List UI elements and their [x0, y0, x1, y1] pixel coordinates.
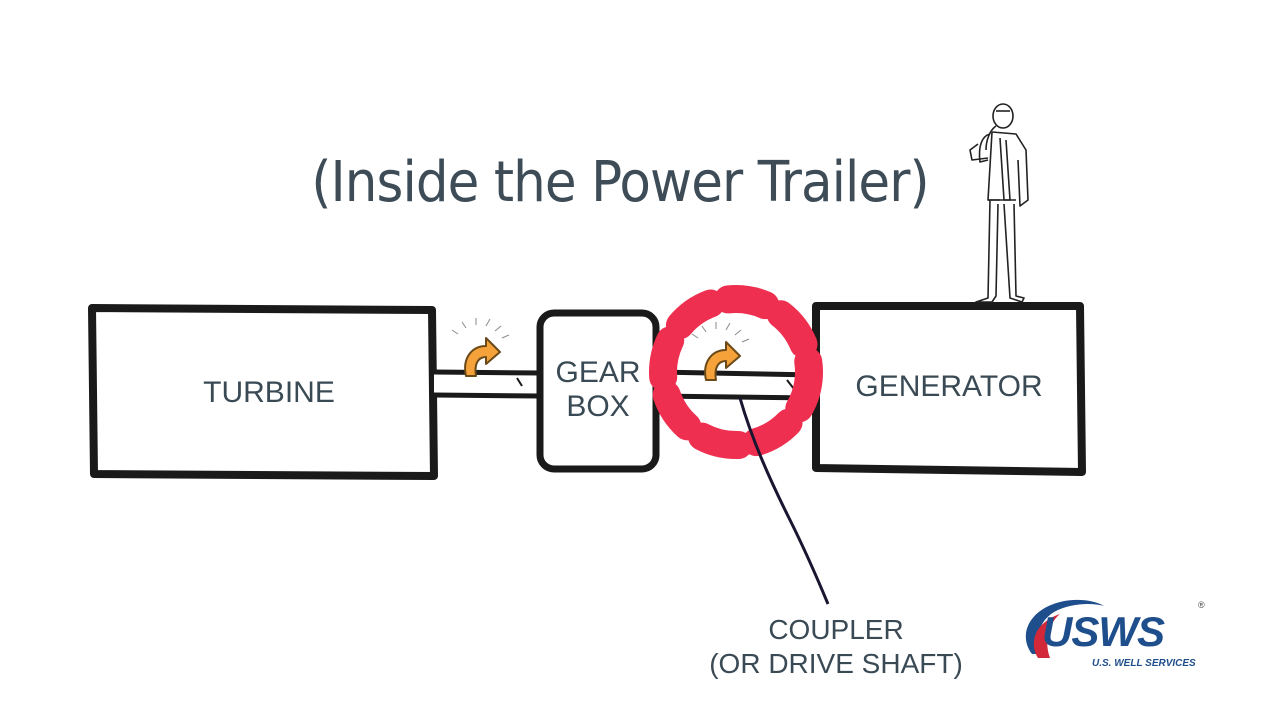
logo-swoosh-icon	[1025, 599, 1104, 658]
man-figure	[969, 103, 1029, 303]
diagram-title: (Inside the Power Trailer)	[311, 150, 929, 215]
coupler-highlight-circle	[649, 285, 823, 459]
callout-line2: (OR DRIVE SHAFT)	[709, 648, 963, 679]
logo-registered-mark: ®	[1198, 600, 1205, 610]
logo-wordmark: USWS	[1042, 608, 1165, 655]
callout-line	[738, 397, 830, 605]
gearbox-label-line1: GEAR	[555, 356, 641, 389]
gearbox-label: GEAR BOX	[540, 356, 656, 424]
rotation-arrow-icon-2	[691, 322, 750, 381]
turbine-box	[88, 304, 438, 480]
callout-line1: COUPLER	[768, 614, 904, 645]
generator-box	[812, 302, 1086, 476]
rotation-arrow-icon-1	[451, 318, 510, 377]
turbine-label: TURBINE	[203, 376, 335, 409]
gearbox-label-line2: BOX	[566, 390, 630, 423]
generator-label: GENERATOR	[855, 370, 1043, 403]
shaft-turbine-gearbox	[433, 369, 543, 399]
logo-tagline: U.S. WELL SERVICES	[1092, 658, 1196, 669]
coupler-callout: COUPLER (OR DRIVE SHAFT)	[690, 613, 982, 681]
usws-logo: USWS ® U.S. WELL SERVICES	[1020, 596, 1210, 676]
